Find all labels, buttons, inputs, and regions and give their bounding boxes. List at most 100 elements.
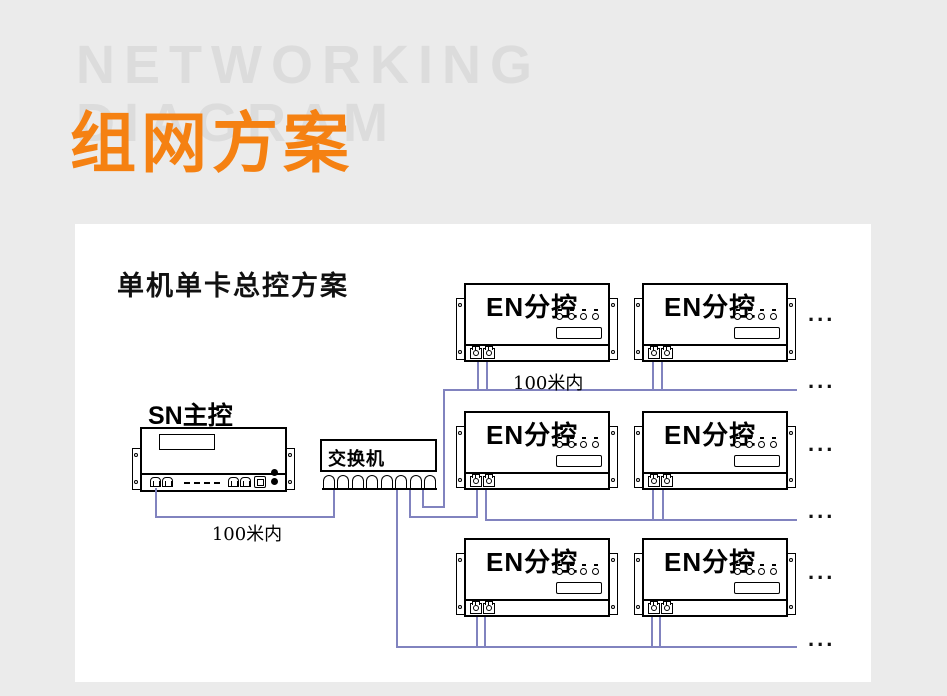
wire bbox=[661, 362, 663, 389]
wire bbox=[155, 488, 157, 517]
mount-ear-right bbox=[787, 426, 796, 488]
display-window bbox=[734, 455, 780, 467]
output-port-icon bbox=[470, 601, 482, 614]
en-controller-device: EN分控 bbox=[456, 411, 618, 490]
led-icon bbox=[734, 441, 741, 448]
ethernet-port-icon bbox=[150, 477, 161, 487]
wire bbox=[651, 617, 653, 647]
switch-label: 交换机 bbox=[328, 449, 385, 469]
switch-device: 交换机 bbox=[320, 439, 437, 472]
wire bbox=[396, 490, 398, 648]
led-indicators bbox=[556, 564, 599, 575]
display-window bbox=[556, 582, 602, 594]
diagram-subtitle: 单机单卡总控方案 bbox=[117, 271, 349, 301]
output-port-icon bbox=[648, 346, 660, 359]
wire bbox=[422, 490, 424, 508]
wire bbox=[485, 519, 797, 521]
switch-port-icon bbox=[366, 475, 379, 488]
wire bbox=[484, 617, 486, 647]
watermark-line2: DIAGRAM bbox=[76, 93, 397, 153]
sn-master-device bbox=[132, 427, 295, 492]
display-window bbox=[556, 455, 602, 467]
port-strip bbox=[644, 599, 786, 615]
en-controller-device: EN分控 bbox=[634, 283, 796, 362]
display-window bbox=[556, 327, 602, 339]
wire bbox=[396, 646, 797, 648]
wire bbox=[662, 490, 664, 520]
led-icon bbox=[758, 568, 765, 575]
led-icon bbox=[568, 441, 575, 448]
led-icon bbox=[556, 313, 563, 320]
rj45-port-icon bbox=[254, 476, 266, 488]
port-strip bbox=[466, 472, 608, 488]
port-strip bbox=[466, 344, 608, 360]
output-port-icon bbox=[483, 474, 495, 487]
mount-ear-right bbox=[787, 298, 796, 360]
en-controller-device: EN分控 bbox=[634, 538, 796, 617]
en-controller-device: EN分控 bbox=[634, 411, 796, 490]
output-port-icon bbox=[648, 474, 660, 487]
port-strip bbox=[142, 469, 285, 490]
led-icon bbox=[568, 313, 575, 320]
device-body: EN分控 bbox=[642, 283, 788, 362]
led-icon bbox=[734, 568, 741, 575]
display-window bbox=[734, 327, 780, 339]
device-body: EN分控 bbox=[464, 411, 610, 490]
led-icon bbox=[580, 568, 587, 575]
output-port-icon bbox=[661, 601, 673, 614]
wire bbox=[333, 490, 335, 517]
ethernet-port-icon bbox=[240, 477, 251, 487]
led-icon bbox=[556, 568, 563, 575]
mount-ear-right bbox=[787, 553, 796, 615]
wire bbox=[659, 617, 661, 647]
led-icon bbox=[592, 313, 599, 320]
output-port-icon bbox=[470, 346, 482, 359]
led-icon bbox=[580, 441, 587, 448]
display-window bbox=[734, 582, 780, 594]
wire bbox=[486, 362, 488, 389]
output-port-icon bbox=[661, 346, 673, 359]
led-icon bbox=[592, 441, 599, 448]
device-body: EN分控 bbox=[464, 283, 610, 362]
ellipsis-row2-device: ... bbox=[808, 431, 836, 456]
ellipsis-row1-device: ... bbox=[808, 301, 836, 326]
led-icon bbox=[770, 441, 777, 448]
switch-port-icon bbox=[409, 475, 422, 488]
led-icon bbox=[592, 568, 599, 575]
wire bbox=[477, 362, 479, 389]
switch-port-icon bbox=[423, 475, 436, 488]
port-strip bbox=[644, 472, 786, 488]
led-icon bbox=[580, 313, 587, 320]
led-icon bbox=[758, 441, 765, 448]
knob-icon bbox=[271, 478, 278, 485]
mount-ear-right bbox=[609, 426, 618, 488]
wire bbox=[443, 389, 797, 391]
switch-port-icon bbox=[337, 475, 350, 488]
en-controller-device: EN分控 bbox=[456, 283, 618, 362]
ellipsis-row3-wire: ... bbox=[808, 626, 836, 651]
en-controller-device: EN分控 bbox=[456, 538, 618, 617]
mount-ear-right bbox=[609, 553, 618, 615]
wire bbox=[409, 490, 411, 517]
switch-port-strip bbox=[322, 474, 437, 490]
output-port-icon bbox=[648, 601, 660, 614]
led-icon bbox=[746, 313, 753, 320]
device-body: EN分控 bbox=[642, 411, 788, 490]
port-strip bbox=[644, 344, 786, 360]
switch-port-icon bbox=[380, 475, 393, 488]
led-icon bbox=[556, 441, 563, 448]
led-icon bbox=[746, 568, 753, 575]
wire bbox=[476, 617, 478, 647]
output-port-icon bbox=[483, 346, 495, 359]
port-strip bbox=[466, 599, 608, 615]
led-indicators bbox=[734, 309, 777, 320]
led-icon bbox=[568, 568, 575, 575]
page-title: 组网方案 bbox=[70, 106, 354, 180]
led-indicators bbox=[734, 437, 777, 448]
wire bbox=[155, 516, 335, 518]
mount-ear-right bbox=[609, 298, 618, 360]
device-body bbox=[140, 427, 287, 492]
watermark-line1: NETWORKING bbox=[76, 35, 541, 95]
switch-port-icon bbox=[323, 475, 335, 488]
